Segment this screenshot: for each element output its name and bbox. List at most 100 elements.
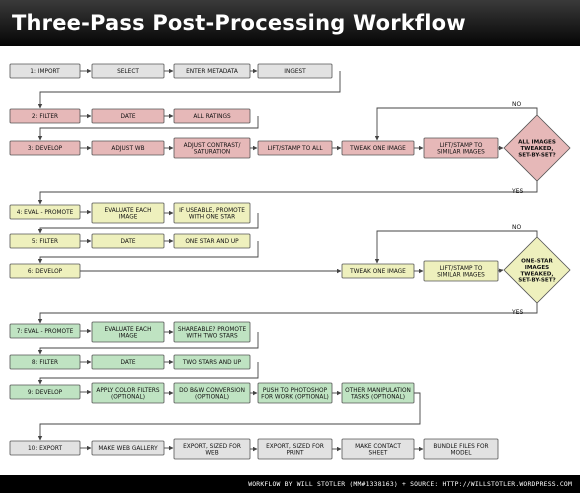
label-no1: NO (512, 101, 521, 108)
node-date1: DATE (91, 108, 165, 124)
decision-label: TWEAKED, (520, 271, 553, 277)
node-label: BUNDLE FILES FOR (433, 444, 488, 450)
decision-label: ONE-STAR (521, 259, 553, 265)
node-label: 3: DEVELOP (28, 146, 63, 152)
node-label: 10: EXPORT (28, 446, 62, 452)
node-export: 10: EXPORT (9, 440, 81, 456)
node-enter-metadata: ENTER METADATA (173, 63, 251, 79)
node-label: DATE (120, 360, 135, 366)
label-yes1: YES (511, 188, 523, 195)
label-yes2: YES (511, 309, 523, 316)
node-label: DATE (120, 239, 135, 245)
node-label: ALL RATINGS (193, 114, 231, 120)
node-label: TWEAK ONE IMAGE (349, 269, 406, 275)
node-label: LIFT/STAMP TO (440, 143, 483, 149)
node-label: IMAGE (119, 333, 138, 339)
node-develop2: 6: DEVELOP (9, 263, 81, 279)
node-date3: DATE (91, 354, 165, 370)
node-bw-conversion: DO B&W CONVERSION(OPTIONAL) (173, 382, 251, 404)
node-all-ratings: ALL RATINGS (173, 108, 251, 124)
return-shareable-to-filter3 (37, 332, 259, 355)
node-filter1: 2: FILTER (9, 108, 81, 124)
node-label: 8: FILTER (32, 360, 58, 366)
return-onestar-to-develop2 (37, 241, 259, 264)
node-label: 2: FILTER (32, 114, 58, 120)
node-label: IF USEABLE, PROMOTE (179, 208, 245, 214)
node-label: MAKE WEB GALLERY (98, 446, 158, 452)
return-twostars-to-develop3 (37, 362, 259, 385)
return-ingest-to-filter1 (37, 71, 341, 109)
node-one-star: ONE STAR AND UP (173, 233, 251, 249)
node-label: APPLY COLOR FILTERS (96, 388, 160, 394)
node-label: LIFT/STAMP TO ALL (267, 146, 323, 152)
node-two-stars: TWO STARS AND UP (173, 354, 251, 370)
node-label: TWO STARS AND UP (182, 360, 242, 366)
node-label: SELECT (117, 69, 139, 75)
node-filter2: 5: FILTER (9, 233, 81, 249)
node-label: EXPORT, SIZED FOR (266, 444, 324, 450)
node-label: ENTER METADATA (186, 69, 238, 75)
node-tweak2: TWEAK ONE IMAGE (341, 263, 415, 279)
node-label: (OPTIONAL) (195, 394, 229, 400)
node-web-gallery: MAKE WEB GALLERY (91, 440, 165, 456)
node-label: 1: IMPORT (30, 69, 60, 75)
node-lift-stamp-all: LIFT/STAMP TO ALL (257, 140, 333, 156)
no-loop-1 (374, 107, 538, 141)
yes-exit-1 (37, 181, 538, 205)
node-select: SELECT (91, 63, 165, 79)
page-title: Three-Pass Post-Processing Workflow (0, 0, 580, 46)
node-label: WITH ONE STAR (189, 214, 235, 220)
node-eval1: 4: EVAL - PROMOTE (9, 204, 81, 220)
node-label: DO B&W CONVERSION (179, 388, 245, 394)
return-ratings-to-develop1 (37, 116, 259, 141)
node-label: INGEST (284, 69, 306, 75)
no-loop-2 (374, 230, 538, 264)
node-color-filters: APPLY COLOR FILTERS(OPTIONAL) (91, 382, 165, 404)
node-label: ADJUST CONTRAST/ (184, 143, 241, 149)
node-label: WEB (205, 450, 218, 456)
node-ingest: INGEST (257, 63, 333, 79)
node-label: LIFT/STAMP TO (440, 266, 483, 272)
node-label: EXPORT, SIZED FOR (183, 444, 241, 450)
node-eval2: 7: EVAL - PROMOTE (9, 323, 81, 339)
label-no2: NO (512, 224, 521, 231)
node-label: PRINT (286, 450, 304, 456)
node-label: DATE (120, 114, 135, 120)
node-label: EVALUATE EACH (105, 327, 152, 333)
node-tweak1: TWEAK ONE IMAGE (341, 140, 415, 156)
node-label: SIMILAR IMAGES (437, 272, 485, 278)
node-date2: DATE (91, 233, 165, 249)
node-adjust-contrast: ADJUST CONTRAST/SATURATION (173, 137, 251, 159)
node-label: 7: EVAL - PROMOTE (17, 329, 74, 335)
node-label: 6: DEVELOP (28, 269, 63, 275)
node-label: ADJUST WB (111, 146, 144, 152)
decision-label: SET-BY-SET? (518, 278, 556, 284)
node-label: TASKS (OPTIONAL) (350, 394, 405, 400)
node-label: SHEET (369, 450, 388, 456)
decision-label: IMAGES (525, 265, 549, 271)
node-adjust-wb: ADJUST WB (91, 140, 165, 156)
node-label: 4: EVAL - PROMOTE (17, 210, 74, 216)
node-label: SIMILAR IMAGES (437, 149, 485, 155)
return-useable-to-filter2 (37, 213, 259, 234)
node-label: OTHER MANIPULATION (345, 388, 411, 394)
arrow-to-decision2 (497, 268, 504, 274)
node-label: 5: FILTER (32, 239, 58, 245)
node-develop3: 9: DEVELOP (9, 384, 81, 400)
decision-label: TWEAKED, (520, 146, 553, 152)
return-manip-to-export (37, 392, 421, 441)
node-filter3: 8: FILTER (9, 354, 81, 370)
node-label: ONE STAR AND UP (185, 239, 239, 245)
